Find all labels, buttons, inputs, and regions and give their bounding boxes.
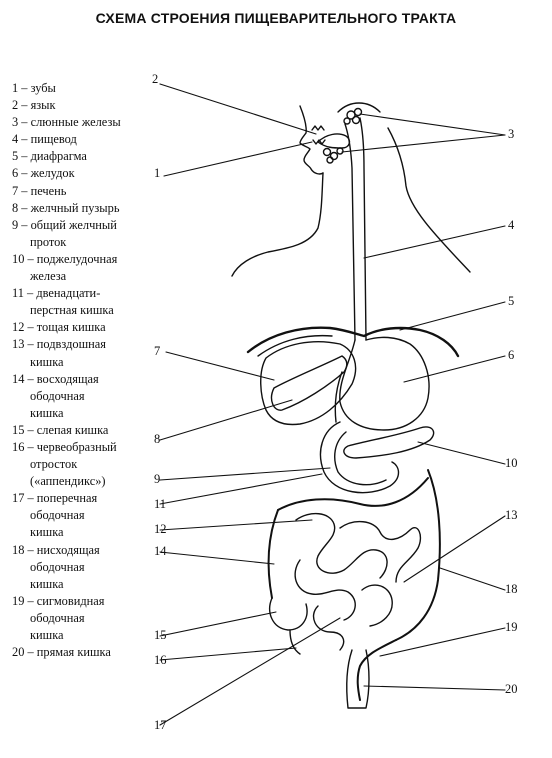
teeth bbox=[311, 125, 326, 145]
callout-18: 18 bbox=[505, 582, 518, 596]
callout-20: 20 bbox=[505, 682, 518, 696]
callout-7: 7 bbox=[154, 344, 161, 358]
legend-item-label: 13 – подвздошная bbox=[12, 337, 106, 352]
stomach bbox=[339, 336, 430, 431]
legend-item-continuation: кишка bbox=[30, 628, 64, 642]
legend-item-label: 11 – двенадцати- bbox=[12, 286, 101, 301]
legend-item-continuation: кишка bbox=[30, 354, 64, 369]
legend-item-label: 9 – общий желчный bbox=[12, 217, 117, 232]
legend-item-continuation: кишка bbox=[30, 576, 64, 591]
callout-3: 3 bbox=[508, 127, 515, 141]
callout-10: 10 bbox=[505, 456, 518, 470]
callout-5: 5 bbox=[508, 294, 515, 308]
legend-item-continuation: ободочная bbox=[30, 388, 85, 403]
legend-item: 4 – пищевод bbox=[12, 131, 162, 148]
head-outline bbox=[231, 102, 471, 277]
legend-item: 3 – слюнные железы bbox=[12, 114, 162, 131]
duodenum-inner bbox=[334, 431, 387, 486]
callout-19: 19 bbox=[505, 620, 518, 634]
cecum bbox=[269, 597, 308, 631]
legend-item: 9 – общий желчный проток bbox=[12, 217, 162, 251]
legend-item: 14 – восходящая ободочная кишка bbox=[12, 371, 162, 422]
legend-item-continuation: кишка bbox=[30, 525, 64, 540]
legend-item: 2 – язык bbox=[12, 97, 162, 114]
legend-item-continuation: перстная кишка bbox=[30, 303, 114, 318]
small-intestine bbox=[294, 513, 422, 651]
legend-item-label: 19 – сигмовидная bbox=[12, 593, 105, 608]
callout-17: 17 bbox=[154, 718, 167, 732]
callout-4: 4 bbox=[508, 218, 515, 232]
legend-item-continuation: кишка bbox=[30, 405, 64, 420]
sigmoid-colon bbox=[356, 639, 397, 701]
legend-item-continuation: («аппендикс») bbox=[30, 474, 106, 489]
legend-item-label: 18 – нисходящая bbox=[12, 542, 100, 557]
duodenum bbox=[319, 421, 400, 494]
legend-item-label: 15 – слепая кишка bbox=[12, 422, 109, 437]
diaphragm bbox=[246, 326, 460, 358]
legend-item: 15 – слепая кишка bbox=[12, 422, 162, 439]
legend-item: 7 – печень bbox=[12, 183, 162, 200]
legend-item: 13 – подвздошная кишка bbox=[12, 336, 162, 370]
legend-item-label: 1 – зубы bbox=[12, 81, 56, 95]
legend-item: 8 – желчный пузырь bbox=[12, 200, 162, 217]
legend-item-label: 3 – слюнные железы bbox=[12, 115, 121, 130]
callout-8: 8 bbox=[154, 432, 161, 446]
legend-item-label: 10 – поджелудочная bbox=[12, 251, 118, 266]
callout-12: 12 bbox=[154, 522, 167, 536]
callout-2: 2 bbox=[152, 72, 159, 86]
legend-item-continuation: ободочная bbox=[30, 610, 85, 625]
rectum bbox=[346, 649, 370, 709]
legend-item-label: 2 – язык bbox=[12, 98, 56, 113]
legend-item-label: 8 – желчный пузырь bbox=[12, 200, 120, 215]
callout-6: 6 bbox=[508, 348, 515, 362]
legend-item-continuation: железа bbox=[30, 269, 67, 284]
leader-lines bbox=[159, 83, 506, 726]
legend-item: 17 – поперечная ободочная кишка bbox=[12, 490, 162, 541]
diaphragm-inner bbox=[257, 334, 333, 357]
legend-item-label: 16 – червеобразный bbox=[12, 439, 117, 454]
legend-item-label: 6 – желудок bbox=[12, 166, 75, 181]
callout-14: 14 bbox=[154, 544, 167, 558]
transverse-colon bbox=[277, 477, 429, 511]
salivary-glands bbox=[322, 107, 363, 164]
legend-item-label: 12 – тощая кишка bbox=[12, 320, 106, 335]
legend-item: 12 – тощая кишка bbox=[12, 319, 162, 336]
callout-13: 13 bbox=[505, 508, 518, 522]
callout-9: 9 bbox=[154, 472, 161, 486]
ascending-colon bbox=[267, 509, 279, 599]
gallbladder bbox=[270, 355, 348, 411]
legend-item-label: 5 – диафрагма bbox=[12, 149, 87, 164]
legend-item: 18 – нисходящая ободочная кишка bbox=[12, 542, 162, 593]
diagram-title: СХЕМА СТРОЕНИЯ ПИЩЕВАРИТЕЛЬНОГО ТРАКТА bbox=[95, 10, 457, 26]
legend-item-continuation: ободочная bbox=[30, 559, 85, 574]
legend-item-label: 7 – печень bbox=[12, 183, 67, 198]
legend-item-continuation: ободочная bbox=[30, 508, 85, 523]
legend-item-continuation: отросток bbox=[30, 457, 78, 472]
callout-11: 11 bbox=[154, 497, 167, 511]
legend-item: 1 – зубы bbox=[12, 80, 162, 97]
callout-1: 1 bbox=[154, 166, 161, 180]
legend-item-continuation: проток bbox=[30, 234, 67, 249]
esophagus bbox=[344, 117, 367, 341]
legend-item: 11 – двенадцати-перстная кишка bbox=[12, 285, 162, 319]
appendix bbox=[289, 629, 301, 655]
legend-item-label: 14 – восходящая bbox=[12, 371, 99, 386]
callout-16: 16 bbox=[154, 653, 167, 667]
legend-item: 10 – поджелудочная железа bbox=[12, 251, 162, 285]
legend-list: 1 – зубы 2 – язык 3 – слюнные железы 4 – пи… bbox=[12, 80, 162, 661]
descending-colon bbox=[395, 469, 441, 641]
legend-item-label: 17 – поперечная bbox=[12, 491, 98, 506]
callout-15: 15 bbox=[154, 628, 167, 642]
legend-item: 16 – червеобразный отросток («аппендикс») bbox=[12, 439, 162, 490]
legend-item: 19 – сигмовидная ободочная кишка bbox=[12, 593, 162, 644]
legend-item-label: 4 – пищевод bbox=[12, 132, 77, 147]
tongue bbox=[317, 133, 351, 149]
legend-item: 6 – желудок bbox=[12, 165, 162, 182]
common-bile-duct bbox=[334, 371, 343, 423]
pancreas bbox=[343, 426, 435, 459]
legend-item-label: 20 – прямая кишка bbox=[12, 645, 111, 660]
legend-item: 20 – прямая кишка bbox=[12, 644, 162, 661]
legend-item: 5 – диафрагма bbox=[12, 148, 162, 165]
